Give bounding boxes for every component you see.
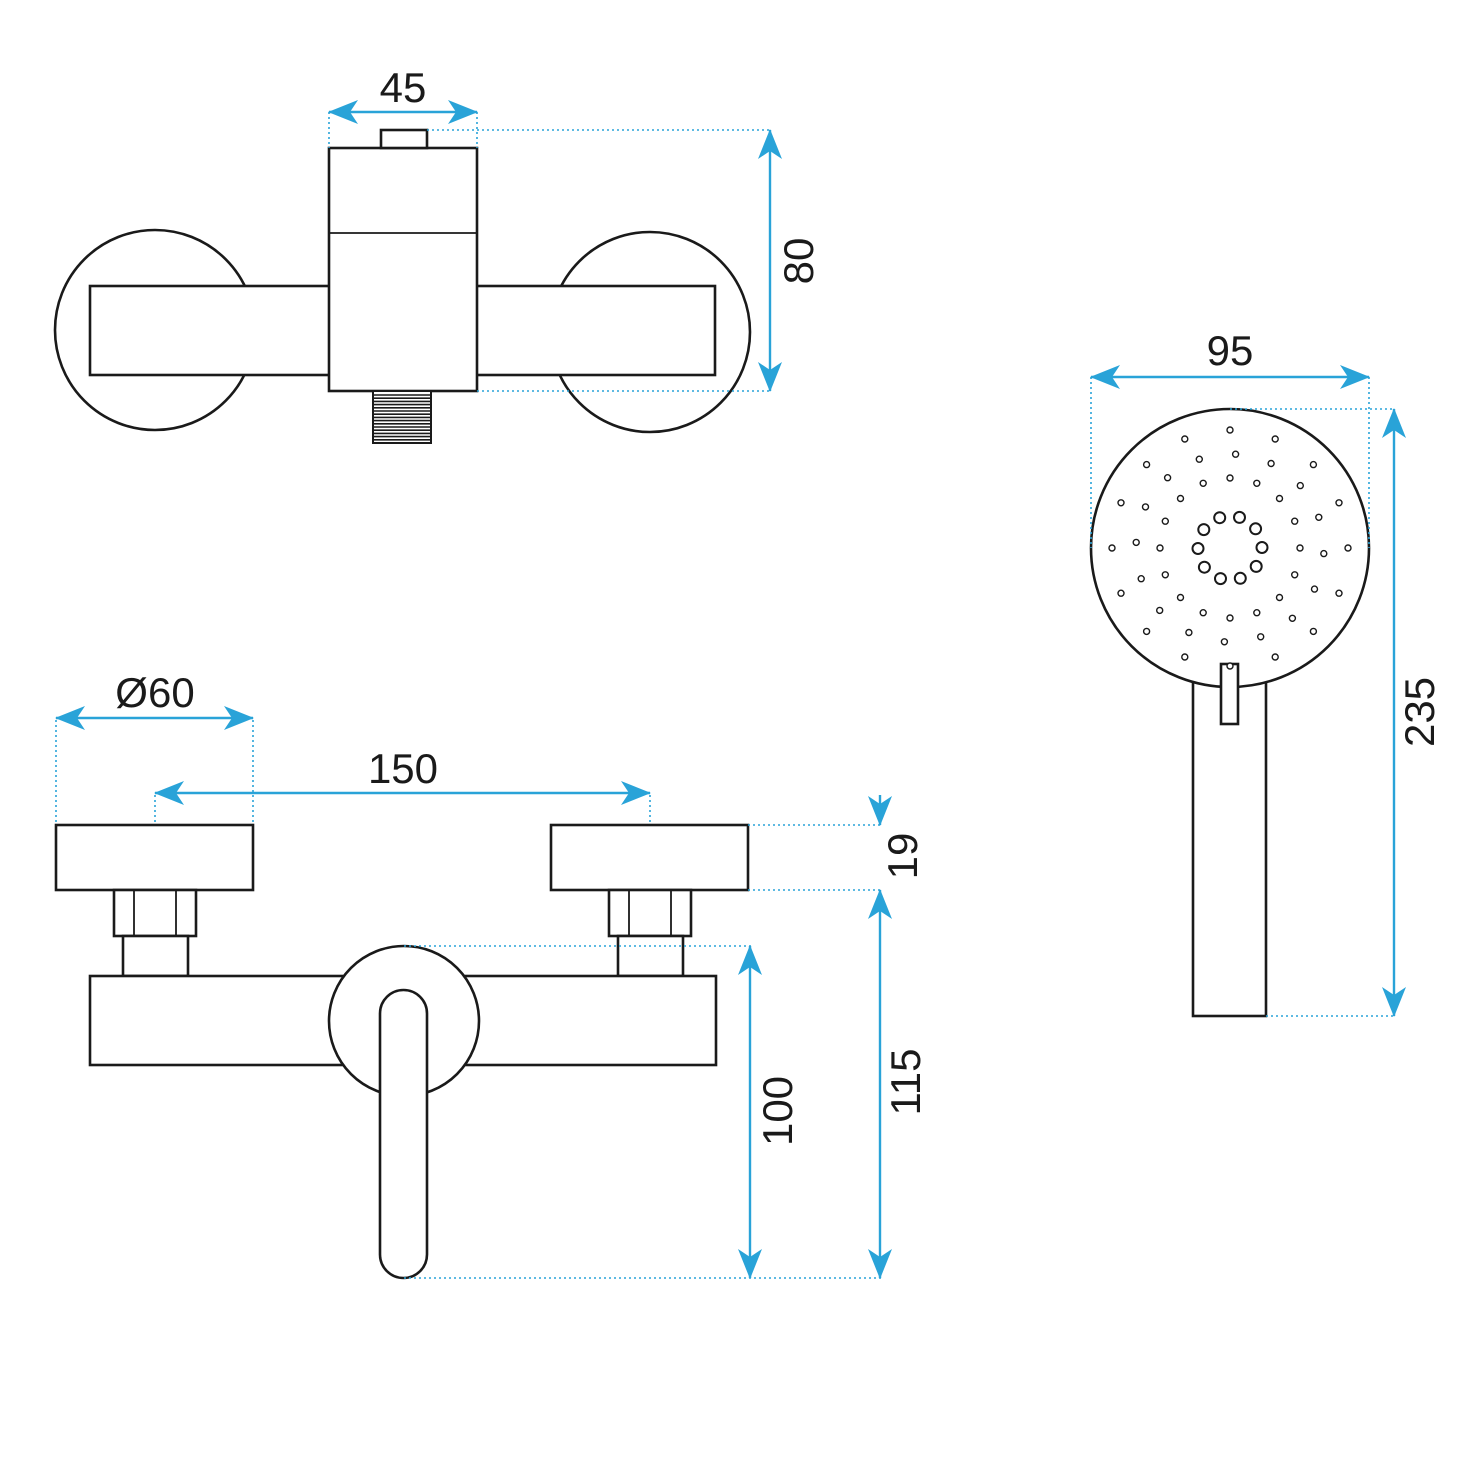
nozzle-hole [1249,559,1263,573]
nozzle-hole [1185,628,1193,637]
nozzle-hole [1231,450,1240,458]
nozzle-hole [1220,638,1229,646]
dimension-lines [55,100,1406,1279]
nozzle-hole [1226,662,1234,670]
stem-right [616,934,685,978]
nozzle-hole [1253,609,1261,617]
nut-left [112,888,198,938]
nozzle-hole [1163,474,1172,482]
nozzle-hole [1310,585,1319,593]
nozzle-hole [1155,606,1164,615]
dim-label-45: 45 [380,64,427,111]
nozzle-hole [1233,510,1246,524]
nozzle-hole [1309,627,1318,636]
rosette-left-front [54,823,255,892]
nozzle-hole [1197,523,1211,537]
nozzle-hole [1288,614,1297,622]
nozzle-hole [1253,479,1261,487]
dim-label-235: 235 [1396,677,1443,747]
nozzle-hole [1176,593,1185,602]
dim-label-19: 19 [879,833,926,880]
nozzle-hole [1226,426,1234,434]
nozzle-hole [1197,560,1211,574]
dim-label-60: Ø60 [115,669,194,716]
stem-left [121,934,190,978]
nozzle-hole [1335,589,1343,597]
nut-right [607,888,693,938]
nozzle-hole [1195,455,1204,463]
nozzle-hole [1320,549,1328,558]
nozzle-hole [1181,653,1189,661]
nozzle-hole [1176,494,1185,503]
nozzle-hole [1142,627,1151,636]
nozzle-hole [1161,517,1170,525]
nozzle-hole [1256,633,1265,641]
nozzle-hole [1315,513,1323,521]
nozzle-hole [1296,481,1305,490]
nozzle-hole [1108,544,1116,552]
nozzle-hole [1233,571,1247,585]
nozzle-hole [1117,499,1125,507]
dim-label-150: 150 [368,745,438,792]
nozzle-hole [1255,541,1269,554]
nozzle-hole [1137,575,1145,583]
top-view [53,128,752,444]
nozzle-hole [1199,479,1207,487]
nozzle-hole [1275,593,1284,602]
nozzle-hole [1191,542,1205,555]
nozzle-hole [1132,538,1140,547]
nozzle-hole [1142,460,1151,469]
shower-head [1089,407,1371,689]
nozzle-hole [1213,511,1227,525]
nozzle-hole [1156,544,1164,552]
mode-switch [1219,662,1240,726]
nozzle-hole [1214,572,1227,586]
dim-label-100: 100 [754,1076,801,1146]
thread-lines [374,394,430,441]
lever-handle [378,988,429,1280]
nozzle-hole [1117,589,1125,597]
nozzle-hole [1141,503,1150,511]
nozzle-hole [1199,609,1207,617]
nozzle-hole [1344,544,1352,552]
nozzle-hole [1226,614,1234,622]
dimension-labels: 45 80 Ø60 150 19 115 100 95 235 [115,64,1443,1146]
front-view [54,823,750,1280]
nozzle-hole [1181,435,1189,443]
cartridge-body [327,146,479,393]
nozzle-hole [1249,522,1263,536]
nozzle-hole [1161,571,1170,579]
nozzle-hole [1271,435,1279,443]
dim-label-115: 115 [882,1049,929,1116]
nozzle-hole [1290,517,1299,525]
nozzle-hole [1267,459,1275,468]
nozzle-hole [1309,460,1318,469]
nozzle-hole [1290,571,1299,579]
nozzle-holes [1108,426,1352,670]
nozzle-hole [1296,544,1304,552]
dim-label-95: 95 [1207,327,1254,374]
nozzle-hole [1226,474,1234,482]
hand-shower [1089,407,1371,1018]
nozzle-hole [1271,653,1279,661]
nozzle-hole [1275,494,1284,503]
rosette-right-front [549,823,750,892]
dim-label-80: 80 [775,238,822,285]
nozzle-hole [1335,499,1343,507]
cartridge-cap [379,128,429,150]
